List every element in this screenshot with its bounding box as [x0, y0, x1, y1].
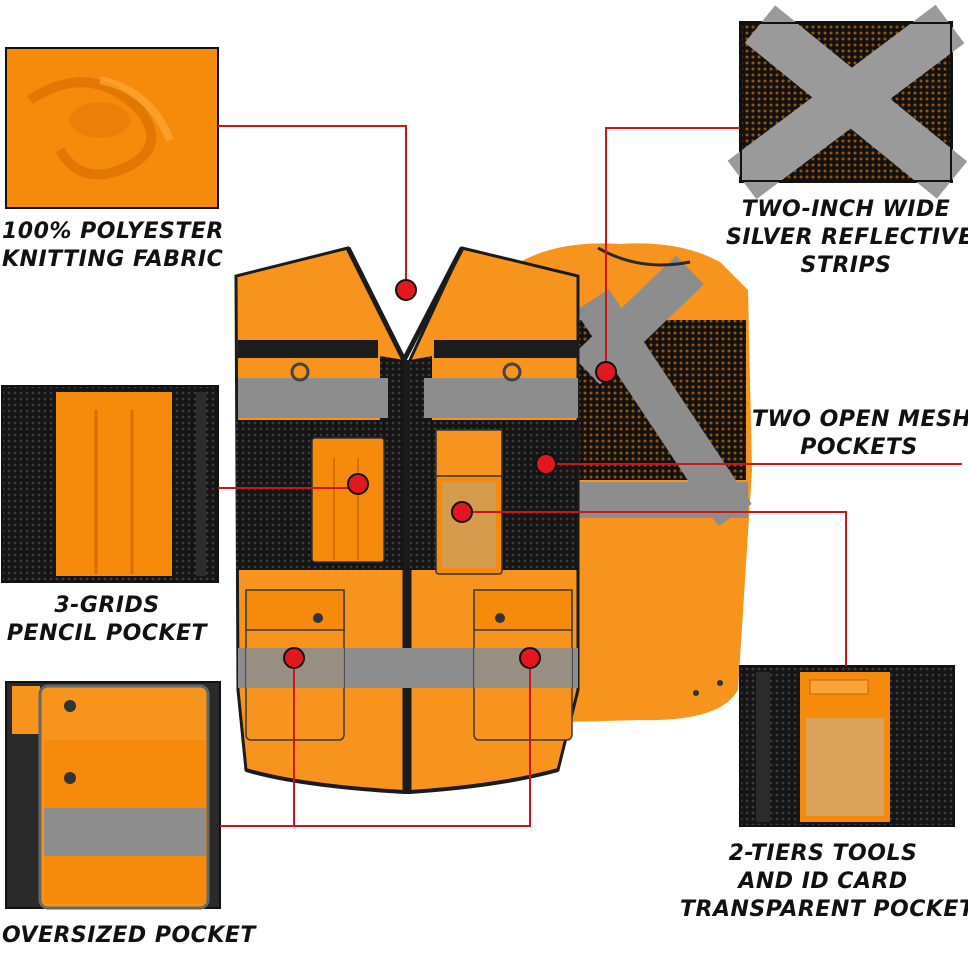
marker-mesh — [535, 453, 557, 475]
label-pencil: 3-GRIDS PENCIL POCKET — [0, 592, 214, 648]
reflective-strip-swatch — [727, 4, 968, 200]
label-id-card: 2-TIERS TOOLS AND ID CARD TRANSPARENT PO… — [680, 840, 968, 924]
oversized-pocket-swatch — [5, 681, 221, 910]
label-pencil-line-2: PENCIL POCKET — [6, 621, 208, 646]
marker-id-card — [451, 501, 473, 523]
marker-fabric — [395, 279, 417, 301]
marker-oversized-left — [283, 647, 305, 669]
label-mesh: TWO OPEN MESH POCKETS — [752, 406, 968, 462]
leader-lines — [218, 125, 962, 827]
label-fabric-line-2: KNITTING FABRIC — [2, 247, 224, 272]
label-reflective-line-3: STRIPS — [800, 253, 892, 278]
label-fabric-line-1: 100% POLYESTER — [2, 219, 224, 244]
label-id-card-line-3: TRANSPARENT POCKET — [680, 897, 968, 922]
callout-markers — [283, 279, 617, 669]
label-reflective-line-2: SILVER REFLECTIVE — [726, 225, 968, 250]
marker-reflective — [595, 361, 617, 383]
vest-front — [234, 246, 580, 794]
label-oversized: OVERSIZED POCKET — [2, 922, 256, 950]
label-reflective-line-1: TWO-INCH WIDE — [741, 197, 951, 222]
marker-pencil — [347, 473, 369, 495]
fabric-swatch — [5, 47, 219, 209]
label-oversized-line-1: OVERSIZED POCKET — [2, 923, 256, 948]
label-mesh-line-2: POCKETS — [800, 435, 918, 460]
label-fabric: 100% POLYESTER KNITTING FABRIC — [2, 218, 224, 274]
pencil-pocket-swatch — [1, 385, 219, 583]
marker-oversized-right — [519, 647, 541, 669]
label-mesh-line-1: TWO OPEN MESH — [752, 407, 968, 432]
label-pencil-line-1: 3-GRIDS — [54, 593, 160, 618]
label-id-card-line-2: AND ID CARD — [738, 869, 908, 894]
label-id-card-line-1: 2-TIERS TOOLS — [728, 841, 918, 866]
id-card-pocket-swatch — [739, 665, 955, 827]
label-reflective: TWO-INCH WIDE SILVER REFLECTIVE STRIPS — [726, 196, 968, 280]
